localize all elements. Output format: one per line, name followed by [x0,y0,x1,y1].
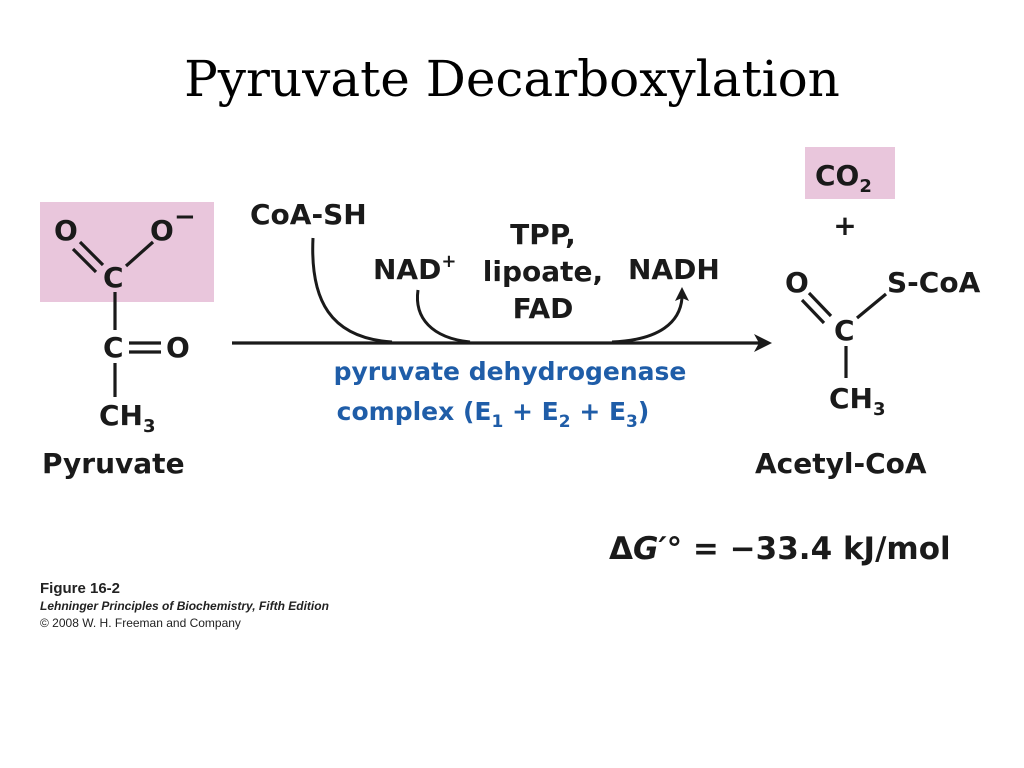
bond-acetyl-co-a [807,291,833,318]
main-arrow-head [754,334,772,352]
reaction-arrow: CoA-SH NAD+ TPP, lipoate, FAD NADH pyruv… [232,198,772,432]
bond-c-o-double-a [78,240,105,267]
bond-acetyl-cs [855,292,888,320]
bond-c-o-single [124,240,155,268]
acetyl-coa-structure: CO2 + O S-CoA C CH3 Acetyl-CoA [755,147,981,480]
cofactor-tpp: TPP, [510,218,576,251]
copyright-line: © 2008 W. H. Freeman and Company [40,616,241,630]
acetyl-s-coa: S-CoA [887,266,981,299]
nad-label: NAD+ [373,251,456,286]
carboxyl-highlight [40,202,214,302]
co2-highlight [805,147,895,199]
pyruvate-c-carboxyl: C [103,261,124,294]
enzyme-name-line1: pyruvate dehydrogenase [334,357,687,386]
nadh-curve [611,297,684,344]
pyruvate-o-left: O [54,214,78,247]
pyruvate-o-ketone: O [166,331,190,364]
nadh-arrow-head [675,287,689,301]
plus-sign: + [833,209,856,242]
acetyl-c: C [834,314,855,347]
book-title: Lehninger Principles of Biochemistry, Fi… [40,599,329,613]
delta-g-value: ΔG′° = −33.4 kJ/mol [609,531,951,567]
nad-curve [415,289,471,344]
coa-sh-curve [311,237,393,344]
acetyl-methyl: CH3 [829,382,886,420]
pyruvate-o-minus: O [150,214,174,247]
pyruvate-methyl: CH3 [99,399,156,437]
cofactor-lipoate: lipoate, [483,255,603,288]
acetyl-o: O [785,266,809,299]
bond-acetyl-co-b [800,298,826,325]
pyruvate-minus-charge: − [174,202,196,232]
pyruvate-label: Pyruvate [42,447,185,480]
enzyme-name-line2: complex (E1 + E2 + E3) [337,397,650,432]
coa-sh-label: CoA-SH [250,198,367,231]
nadh-label: NADH [628,253,720,286]
co2-label: CO2 [815,159,872,197]
pyruvate-c-ketone: C [103,331,124,364]
figure-number: Figure 16-2 [40,580,120,597]
cofactor-fad: FAD [513,292,574,325]
acetyl-coa-label: Acetyl-CoA [755,447,927,480]
pyruvate-structure: O O − C C O CH3 Pyruvate [40,202,214,480]
slide-title: Pyruvate Decarboxylation [184,50,840,108]
bond-c-o-double-b [71,247,98,274]
